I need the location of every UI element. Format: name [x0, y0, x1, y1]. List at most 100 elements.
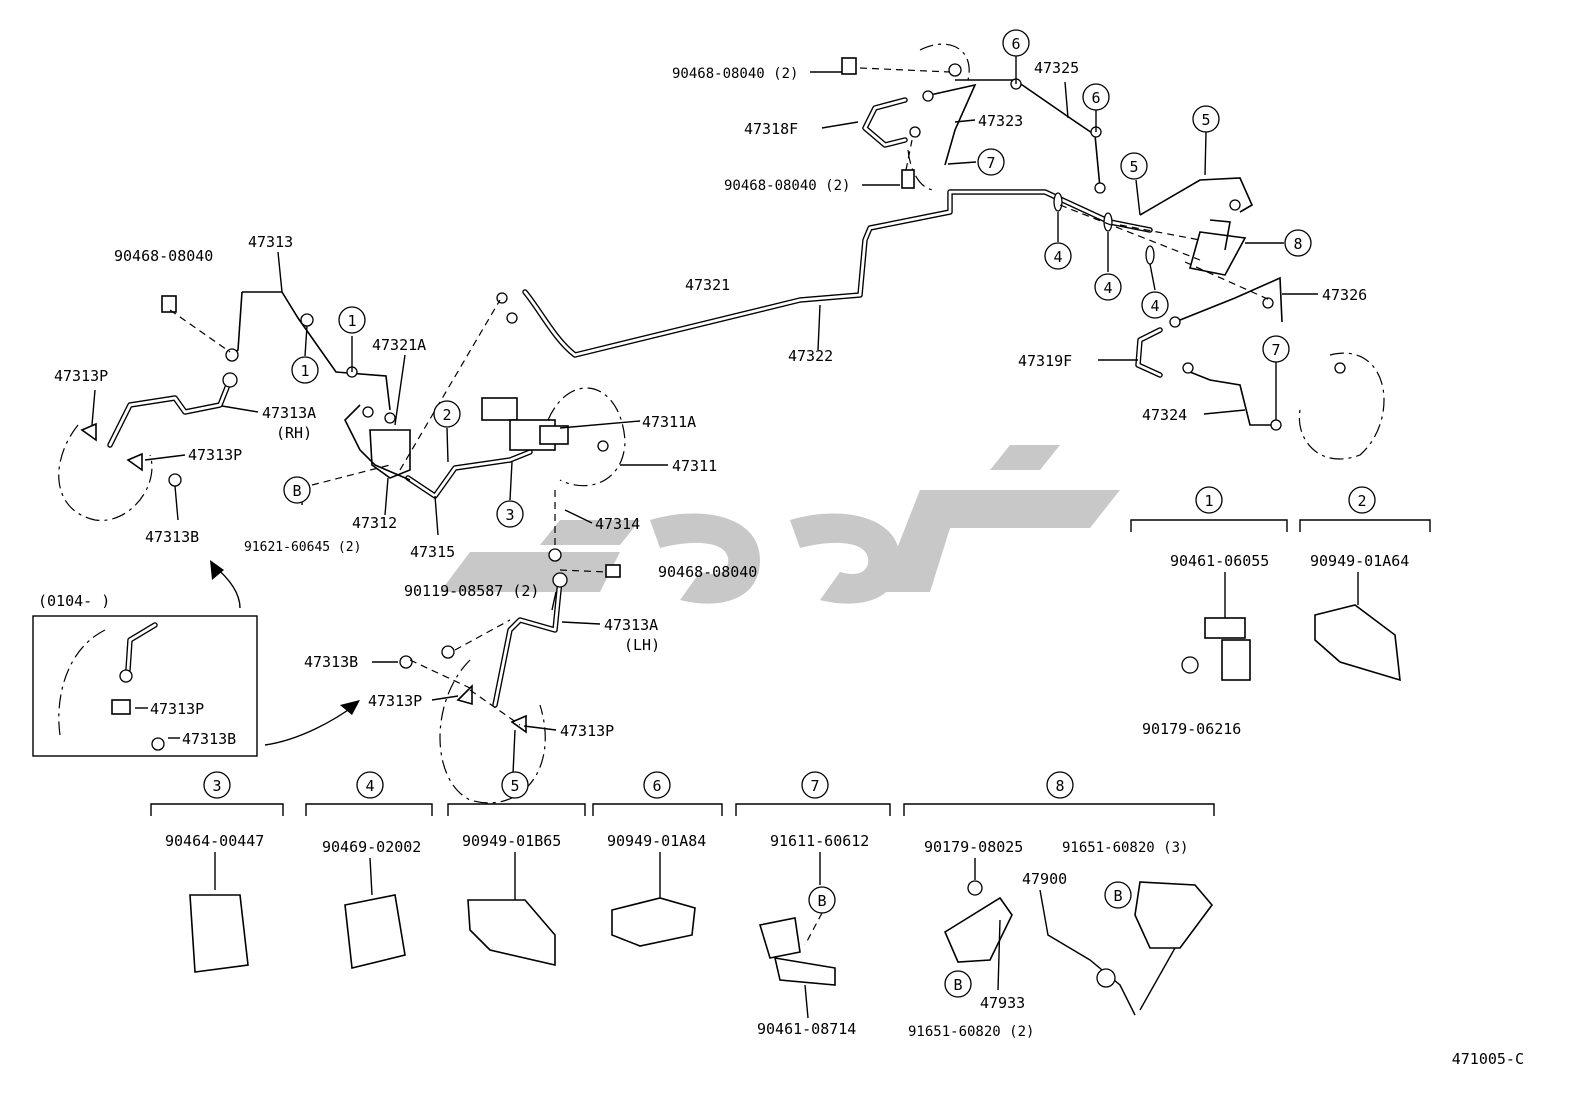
- drawing-id: 471005-C: [1452, 1050, 1524, 1068]
- callout-1a: 1: [347, 312, 356, 330]
- callout-7b: 7: [1271, 341, 1280, 359]
- legend-group-8: 8 90179-08025 91651-60820 (3) 47900 B 47…: [903, 771, 1215, 1040]
- label-lh: (LH): [624, 636, 660, 654]
- callout-8: 8: [1293, 235, 1302, 253]
- legend-group-4: 4 90469-02002: [305, 771, 433, 969]
- callout-6b: 6: [1091, 89, 1100, 107]
- callout-4c: 4: [1150, 297, 1159, 315]
- dashed-connections: [169, 67, 1271, 726]
- label-47313P-b: 47313P: [188, 446, 242, 464]
- callout-7a: 7: [986, 154, 995, 172]
- label-47319F: 47319F: [1018, 352, 1072, 370]
- brake-pipe-47323: [929, 83, 977, 166]
- legend-group-3: 3 90464-00447: [150, 771, 284, 973]
- legend-8-b-b: B: [953, 976, 962, 994]
- label-47321: 47321: [685, 276, 730, 294]
- callout-4b: 4: [1103, 279, 1112, 297]
- legend-4-num: 4: [365, 777, 374, 795]
- legend-2-part: 90949-01A64: [1310, 552, 1409, 570]
- legend-7-part: 91611-60612: [770, 832, 869, 850]
- legend-5-part: 90949-01B65: [462, 832, 561, 850]
- legend-8-num: 8: [1055, 777, 1064, 795]
- label-47321A: 47321A: [372, 336, 426, 354]
- brake-pipe-left-47313: [231, 291, 391, 411]
- legend-1-num: 1: [1204, 492, 1213, 510]
- label-47318F: 47318F: [744, 120, 798, 138]
- brake-disc-front-lh: [439, 659, 546, 804]
- brake-disc-rear-lh: [1298, 352, 1385, 460]
- legend-group-6: 6 90949-01A84: [592, 771, 723, 947]
- legend-3-num: 3: [212, 777, 221, 795]
- label-rh: (RH): [276, 424, 312, 442]
- brake-pipe-47326: [1169, 276, 1283, 325]
- label-47314: 47314: [595, 515, 640, 533]
- label-inset-date: (0104- ): [38, 592, 110, 610]
- legend-6-num: 6: [652, 777, 661, 795]
- legend-8-part-c: 47900: [1022, 870, 1067, 888]
- label-90468-b: 90468-08040: [658, 563, 757, 581]
- leader-lines: [91, 56, 1318, 775]
- callout-2: 2: [442, 406, 451, 424]
- brake-pipe-47321: [522, 189, 1153, 358]
- callout-4a: 4: [1053, 248, 1062, 266]
- label-90468-top: 90468-08040 (2): [672, 66, 798, 82]
- legend-8-part-b: 91651-60820 (3): [1062, 840, 1188, 856]
- label-47313: 47313: [248, 233, 293, 251]
- brake-booster: [481, 387, 626, 487]
- label-47315: 47315: [410, 543, 455, 561]
- label-90468-mid: 90468-08040 (2): [724, 178, 850, 194]
- flex-hose-47313A-lh: [492, 577, 563, 708]
- legend-8-part-e: 91651-60820 (2): [908, 1024, 1034, 1040]
- label-90468-a: 90468-08040: [114, 247, 213, 265]
- callout-1b: 1: [300, 362, 309, 380]
- brake-pipe-47324: [1184, 369, 1275, 426]
- legend-8-part-a: 90179-08025: [924, 838, 1023, 856]
- proportioning-valve-bracket: [1188, 219, 1247, 276]
- label-47313B-b: 47313B: [304, 653, 358, 671]
- brake-pipe-47315: [405, 449, 533, 499]
- legend-7-b: B: [817, 892, 826, 910]
- legend-6-part: 90949-01A84: [607, 832, 706, 850]
- brake-pipe-right-upper: [1139, 177, 1254, 216]
- label-91621: 91621-60645 (2): [244, 540, 361, 555]
- junction-block-47312: [344, 404, 411, 481]
- label-inset-47313B: 47313B: [182, 730, 236, 748]
- legend-1-part: 90461-06055: [1170, 552, 1269, 570]
- label-47323: 47323: [978, 112, 1023, 130]
- brake-pipe-47325: [955, 79, 1101, 189]
- label-47313P-c: 47313P: [368, 692, 422, 710]
- flex-hose-47318F: [862, 97, 908, 148]
- label-47312: 47312: [352, 514, 397, 532]
- legend-4-part: 90469-02002: [322, 838, 421, 856]
- legend-3-part: 90464-00447: [165, 832, 264, 850]
- legend-5-num: 5: [510, 777, 519, 795]
- legend-group-7: 7 91611-60612 B 90461-08714: [735, 771, 891, 1038]
- label-47313P-a: 47313P: [54, 367, 108, 385]
- legend-8-part-d: 47933: [980, 994, 1025, 1012]
- callout-5b: 5: [1129, 158, 1138, 176]
- label-47324: 47324: [1142, 406, 1187, 424]
- label-47326: 47326: [1322, 286, 1367, 304]
- legend-8-b-a: B: [1113, 887, 1122, 905]
- flex-hose-47313A-rh: [107, 377, 233, 448]
- legend-group-5: 5 90949-01B65: [447, 771, 586, 967]
- label-47313P-d: 47313P: [560, 722, 614, 740]
- label-47313B-a: 47313B: [145, 528, 199, 546]
- label-inset-47313P: 47313P: [150, 700, 204, 718]
- label-47322: 47322: [788, 347, 833, 365]
- flex-hose-47319F: [1135, 327, 1163, 378]
- callout-3: 3: [505, 506, 514, 524]
- label-47325: 47325: [1034, 59, 1079, 77]
- diagram-callouts: 1 1 2 3 4 4 4 5 5 6 6 7 7 8 B: [283, 29, 1312, 528]
- legend-1-sub: 90179-06216: [1142, 720, 1241, 738]
- legend-7-sub: 90461-08714: [757, 1020, 856, 1038]
- legend-group-1: 1 90461-06055 90179-06216: [1130, 486, 1288, 738]
- watermark-logo: [440, 445, 1120, 604]
- label-47313A-rh: 47313A: [262, 404, 316, 422]
- legend-2-num: 2: [1357, 492, 1366, 510]
- inset-box: [32, 560, 360, 757]
- brake-disc-front-rh: [58, 422, 153, 521]
- callout-b-main: B: [292, 482, 301, 500]
- label-47311A: 47311A: [642, 413, 696, 431]
